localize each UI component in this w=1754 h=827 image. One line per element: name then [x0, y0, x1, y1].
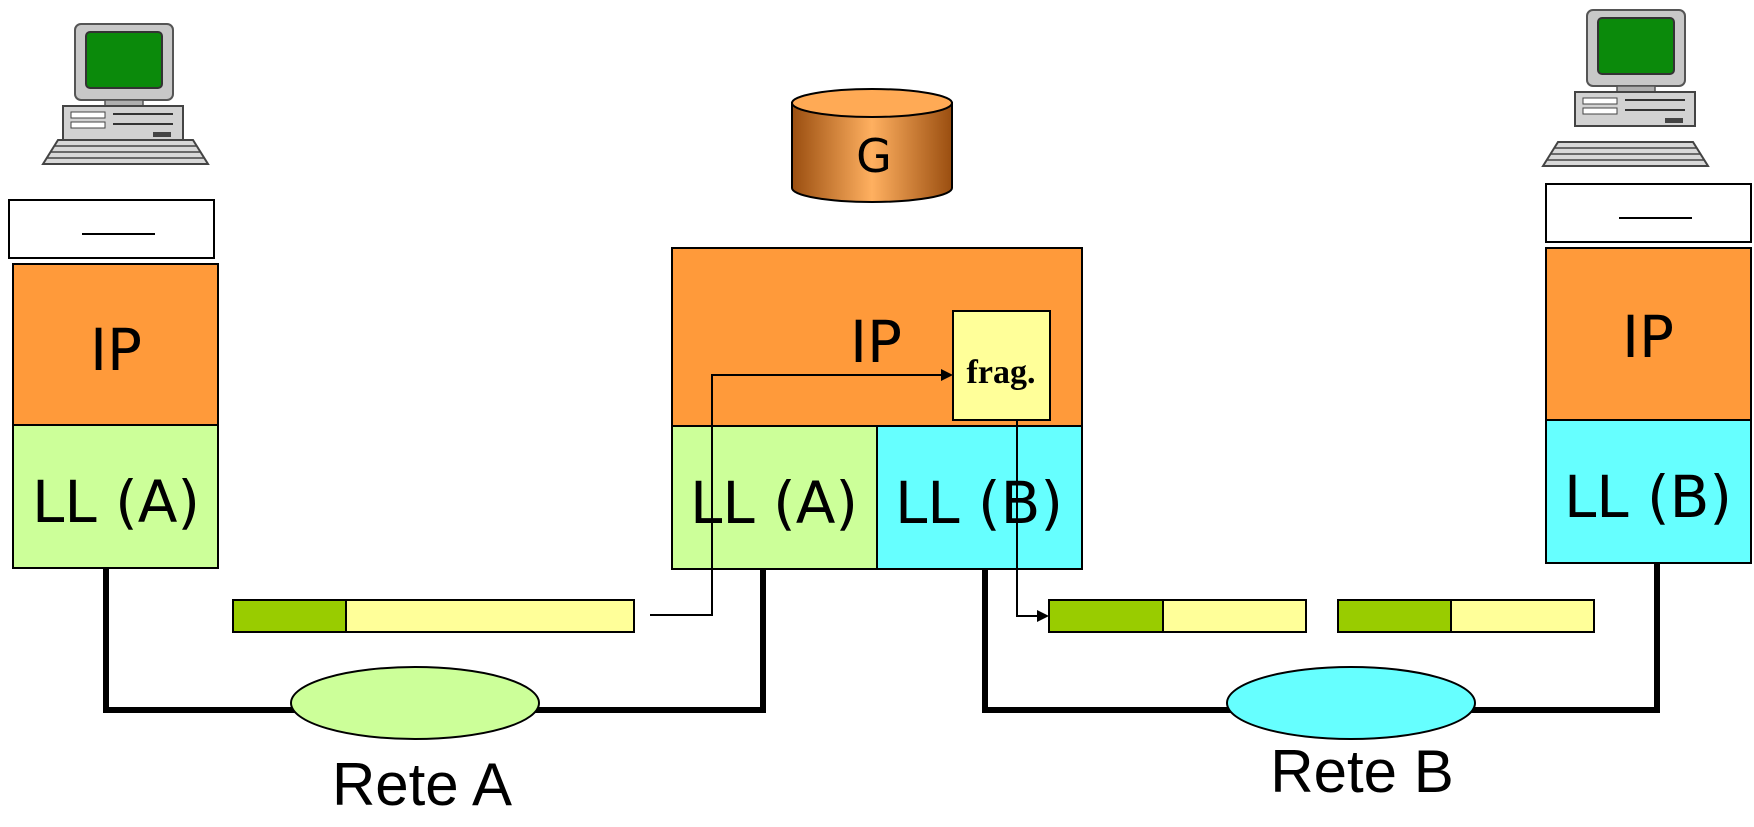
host-left-ip-layer [12, 263, 219, 426]
gateway-frag-box [952, 310, 1051, 421]
gateway-ll-a-layer [671, 425, 878, 570]
arrow-out-of-frag [1016, 420, 1049, 622]
network-a-label: Rete A [332, 751, 512, 818]
packet-original-header [232, 599, 347, 633]
packet-fragment-1-header [1048, 599, 1164, 633]
packet-fragment-2-header [1337, 599, 1452, 633]
host-right-ll-layer [1545, 419, 1752, 564]
network-b-ellipse [1226, 666, 1476, 740]
packet-original-payload [345, 599, 635, 633]
host-right-ll-label: LL (B) [1564, 463, 1732, 531]
host-right-top-layer [1545, 183, 1752, 243]
computer-icon-right [1541, 9, 1710, 167]
host-left-ll-label: LL (A) [32, 468, 200, 536]
host-left-stack: IP LL (A) [8, 199, 219, 569]
arrow-into-frag [650, 369, 953, 616]
gateway-ll-b-label: LL (B) [895, 469, 1063, 537]
packet-fragment-1 [1048, 599, 1307, 633]
packet-fragment-1-payload [1162, 599, 1307, 633]
packet-fragment-2 [1337, 599, 1595, 633]
network-b-label: Rete B [1270, 738, 1453, 805]
gateway-name: G [856, 129, 892, 183]
packet-original [232, 599, 635, 633]
cylinder-icon-gateway: G [791, 88, 953, 203]
gateway-ip-label: IP [850, 308, 902, 376]
host-left-ip-label: IP [90, 316, 142, 384]
packet-fragment-2-payload [1450, 599, 1595, 633]
host-left-ll-layer [12, 424, 219, 569]
host-left-top-layer [8, 199, 215, 259]
gateway-ll-a-label: LL (A) [690, 469, 858, 537]
network-a-ellipse [290, 666, 540, 740]
gateway-ll-b-layer [876, 425, 1083, 570]
host-right-ip-label: IP [1622, 303, 1674, 371]
gateway-stack: IP frag. LL (A) LL (B) [671, 247, 1083, 570]
computer-icon-left [41, 23, 210, 165]
host-right-stack: IP LL (B) [1545, 183, 1752, 564]
gateway-frag-label: frag. [967, 354, 1036, 391]
